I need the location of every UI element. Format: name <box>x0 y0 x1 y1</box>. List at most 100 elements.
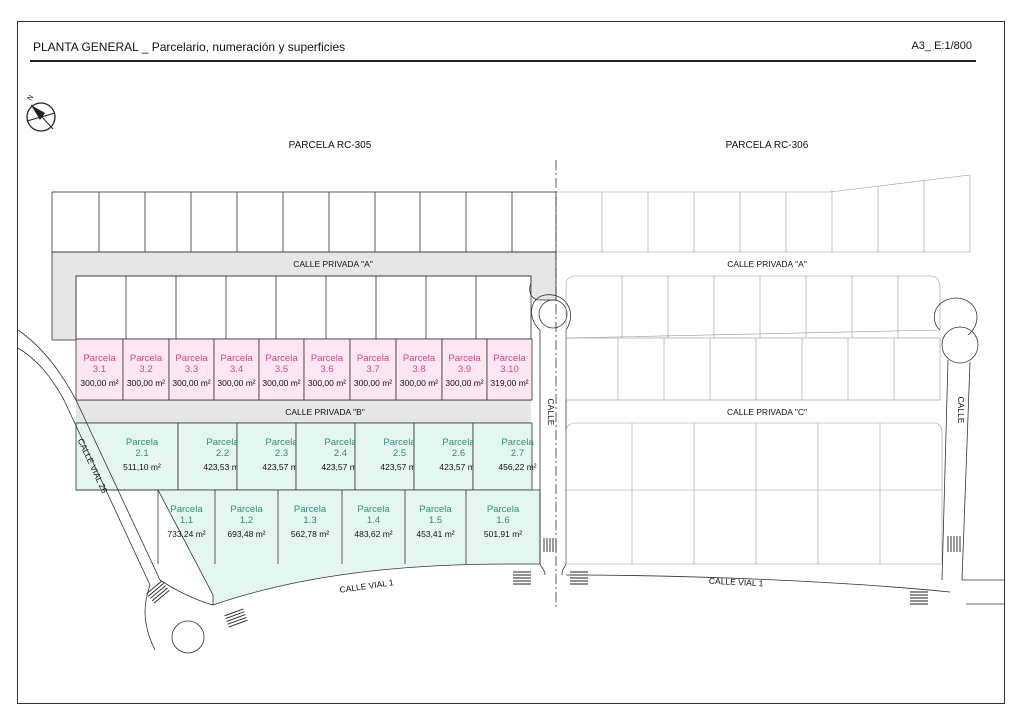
parcel-id: 2.3 <box>275 448 288 459</box>
parcel-id: 2.6 <box>452 448 465 459</box>
parcel-shape <box>395 338 443 401</box>
parcel-area: 300,00 m² <box>80 378 118 388</box>
parcel-area: 300,00 m² <box>262 378 300 388</box>
parcel-id: 2.4 <box>334 448 347 459</box>
parcel-area: 300,00 m² <box>308 378 346 388</box>
parcel-id: 3.9 <box>458 364 471 375</box>
parcel-shape <box>75 422 179 491</box>
parcel-shape <box>295 422 356 491</box>
parcel-id: 1.3 <box>303 515 316 526</box>
parcel-shape <box>177 422 238 491</box>
parcel-word: Parcela <box>230 504 263 515</box>
parcel-area: 733,24 m² <box>167 529 205 539</box>
parcel-id: 3.4 <box>230 364 243 375</box>
parcel-id: 3.3 <box>185 364 198 375</box>
parcel-area: 511,10 m² <box>123 462 161 472</box>
parcel-shape <box>349 338 397 401</box>
parcel-word: Parcela <box>442 437 475 448</box>
parcel-area: 300,00 m² <box>354 378 392 388</box>
parcel-shape <box>75 338 124 401</box>
parcel-id: 3.8 <box>412 364 425 375</box>
sheet-frame <box>17 21 1005 704</box>
parcel-shape <box>413 422 474 491</box>
parcel-word: Parcela <box>126 437 159 448</box>
parcel-area: 423,57 m² <box>439 462 477 472</box>
parcel-id: 3.6 <box>320 364 333 375</box>
calle-privada-b-label: CALLE PRIVADA "B" <box>285 407 365 417</box>
parcel-shape <box>303 338 351 401</box>
parcel-area: 562,78 m² <box>291 529 329 539</box>
title-underline <box>30 60 976 62</box>
calle-vial-1-left-label: CALLE VIAL 1 <box>339 577 395 595</box>
top-lots-left <box>51 191 557 253</box>
calle-vial-26-road <box>17 329 214 654</box>
parcel-shape <box>354 422 415 491</box>
parcel-area: 423,57 m² <box>321 462 359 472</box>
parcel-id: 2.2 <box>216 448 229 459</box>
parcel-id: 2.7 <box>511 448 524 459</box>
parcel-shape <box>168 338 215 401</box>
parcel-id: 3.7 <box>366 364 379 375</box>
parcel-area: 300,00 m² <box>217 378 255 388</box>
parcel-word: Parcela <box>403 353 436 364</box>
parcel-word: Parcela <box>206 437 239 448</box>
parcel-word: Parcela <box>83 353 116 364</box>
parcel-area: 319,00 m² <box>490 378 528 388</box>
parcel-id: 1.4 <box>367 515 380 526</box>
second-lots-left <box>75 275 532 340</box>
calle-center-label: CALLE <box>546 399 556 426</box>
parcel-id: 1.5 <box>429 515 442 526</box>
parcela-rc305-label: PARCELA RC-305 <box>289 140 372 151</box>
parcel-id: 3.10 <box>500 364 519 375</box>
parcel-shape <box>213 338 260 401</box>
calle-vial-1-right-label: CALLE VIAL 1 <box>709 576 764 589</box>
parcel-id: 1.6 <box>496 515 509 526</box>
parcel-shape <box>441 338 488 401</box>
parcel-area: 423,53 m² <box>203 462 241 472</box>
parcel-area: 423,57 m² <box>262 462 300 472</box>
parcel-word: Parcela <box>265 353 298 364</box>
parcel-word: Parcela <box>265 437 298 448</box>
parcel-area: 483,62 m² <box>354 529 392 539</box>
parcel-word: Parcela <box>448 353 481 364</box>
sheet-scale: A3_ E:1/800 <box>911 40 972 52</box>
parcel-word: Parcela <box>357 504 390 515</box>
parcel-word: Parcela <box>294 504 327 515</box>
parcel-shape <box>236 422 297 491</box>
parcel-id: 3.5 <box>275 364 288 375</box>
parcel-area: 423,57 m² <box>380 462 418 472</box>
calle-privada-c-label: CALLE PRIVADA "C" <box>727 407 807 417</box>
parcel-word: Parcela <box>357 353 390 364</box>
parcel-area: 453,41 m² <box>416 529 454 539</box>
parcel-id: 3.2 <box>139 364 152 375</box>
parcel-word: Parcela <box>383 437 416 448</box>
parcel-word: Parcela <box>130 353 163 364</box>
parcel-shape <box>258 338 305 401</box>
calle-privada-a-left-label: CALLE PRIVADA "A" <box>293 259 373 269</box>
parcel-shape <box>486 338 533 401</box>
calle-right-label: CALLE <box>956 397 966 424</box>
right-block <box>556 174 1005 605</box>
north-arrow-icon: N <box>26 94 56 132</box>
parcel-area: 456,22 m² <box>498 462 536 472</box>
